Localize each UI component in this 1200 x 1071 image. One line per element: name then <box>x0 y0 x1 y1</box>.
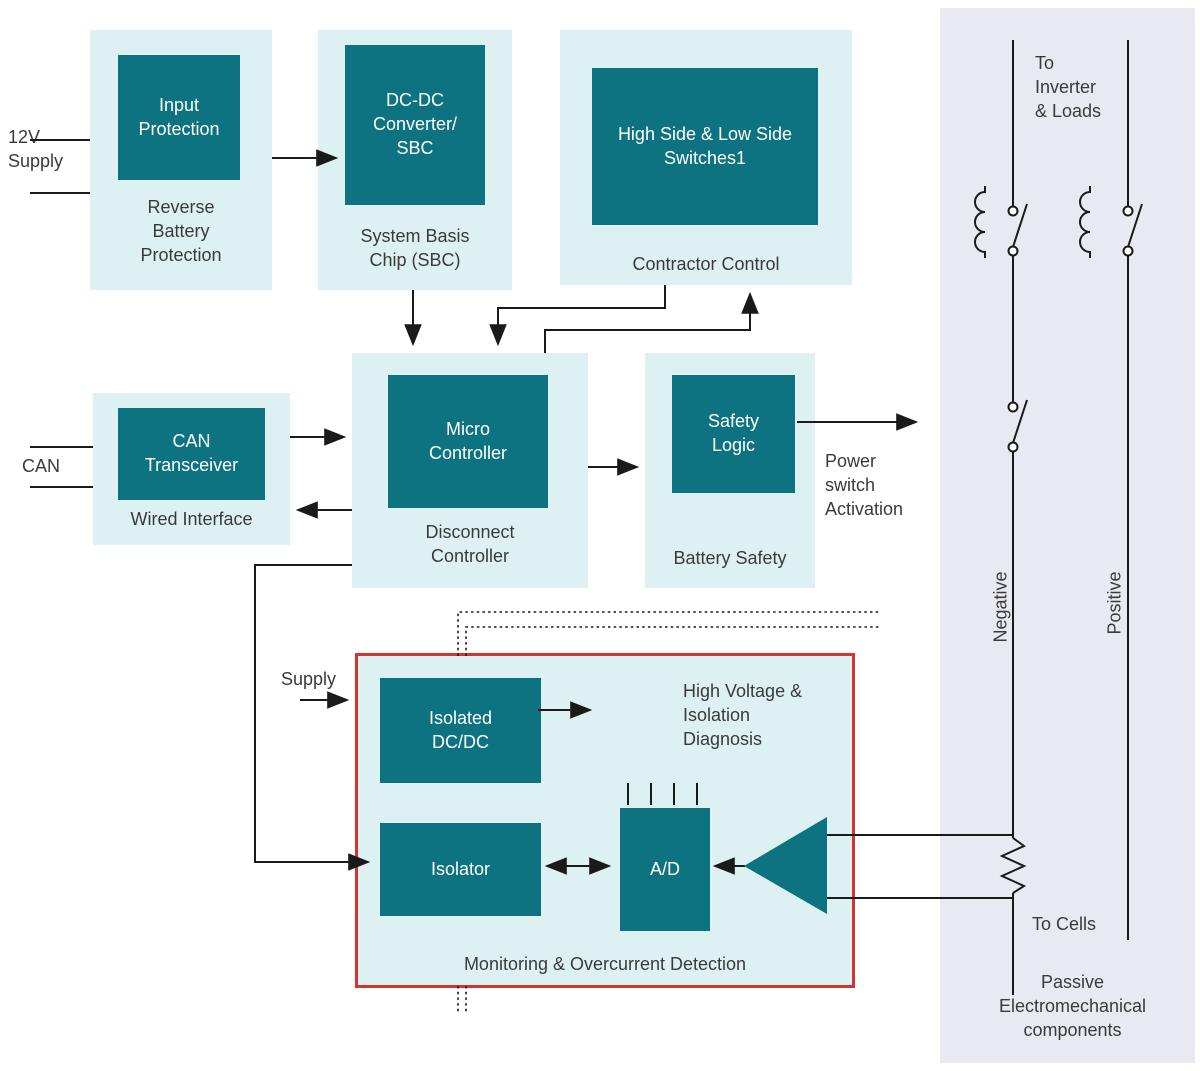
label-monitoring-overcurrent: Monitoring & Overcurrent Detection <box>463 954 747 974</box>
chip-adc: A/D <box>620 808 710 931</box>
block-reverse-battery-protection: Input Protection Reverse Battery Protect… <box>90 30 272 290</box>
label-system-basis-chip: System Basis Chip (SBC) <box>360 226 470 270</box>
label-battery-safety: Battery Safety <box>673 548 787 568</box>
label-disconnect-controller: Disconnect Controller <box>425 522 515 566</box>
label-reverse-battery-protection: Reverse Battery Protection <box>140 197 222 265</box>
arrow-controller-to-isolator <box>254 564 371 871</box>
block-wired-interface: CAN Transceiver Wired Interface <box>93 393 290 545</box>
label-passive-electromechanical: Passive Electromechanical components <box>998 972 1147 1040</box>
label-negative-rail: Negative <box>990 571 1011 643</box>
chip-isolated-dcdc: Isolated DC/DC <box>380 678 541 783</box>
chip-safety-logic: Safety Logic <box>672 375 795 493</box>
label-12v-supply: 12V Supply <box>8 127 64 171</box>
label-supply: Supply <box>281 669 337 689</box>
chip-micro-controller: Micro Controller <box>388 375 548 508</box>
arrow-microcontroller-to-contactor <box>544 291 759 353</box>
chip-high-low-side-switches: High Side & Low Side Switches1 <box>592 68 818 225</box>
label-to-inverter-loads: To Inverter & Loads <box>1035 53 1102 121</box>
label-hv-isolation-diagnosis: High Voltage & Isolation Diagnosis <box>683 681 803 749</box>
label-positive-rail: Positive <box>1104 571 1125 635</box>
label-wired-interface: Wired Interface <box>130 509 253 529</box>
block-system-basis-chip: DC-DC Converter/ SBC System Basis Chip (… <box>318 30 512 290</box>
chip-can-transceiver: CAN Transceiver <box>118 408 265 500</box>
block-contactor-control: High Side & Low Side Switches1 Contracto… <box>560 30 852 285</box>
label-power-switch-activation: Power switch Activation <box>825 451 904 519</box>
label-can: CAN <box>22 456 61 476</box>
passive-electromechanical-panel <box>940 8 1195 1063</box>
chip-input-protection: Input Protection <box>118 55 240 180</box>
chip-dcdc-converter-sbc: DC-DC Converter/ SBC <box>345 45 485 205</box>
label-to-cells: To Cells <box>1032 914 1097 934</box>
block-monitoring-overcurrent: Isolated DC/DC High Voltage & Isolation … <box>355 653 855 988</box>
label-contactor-control: Contractor Control <box>632 254 780 274</box>
arrow-contactor-to-microcontroller <box>489 285 666 347</box>
block-battery-safety: Safety Logic Battery Safety <box>645 353 815 588</box>
block-disconnect-controller: Micro Controller Disconnect Controller <box>352 353 588 588</box>
chip-isolator: Isolator <box>380 823 541 916</box>
